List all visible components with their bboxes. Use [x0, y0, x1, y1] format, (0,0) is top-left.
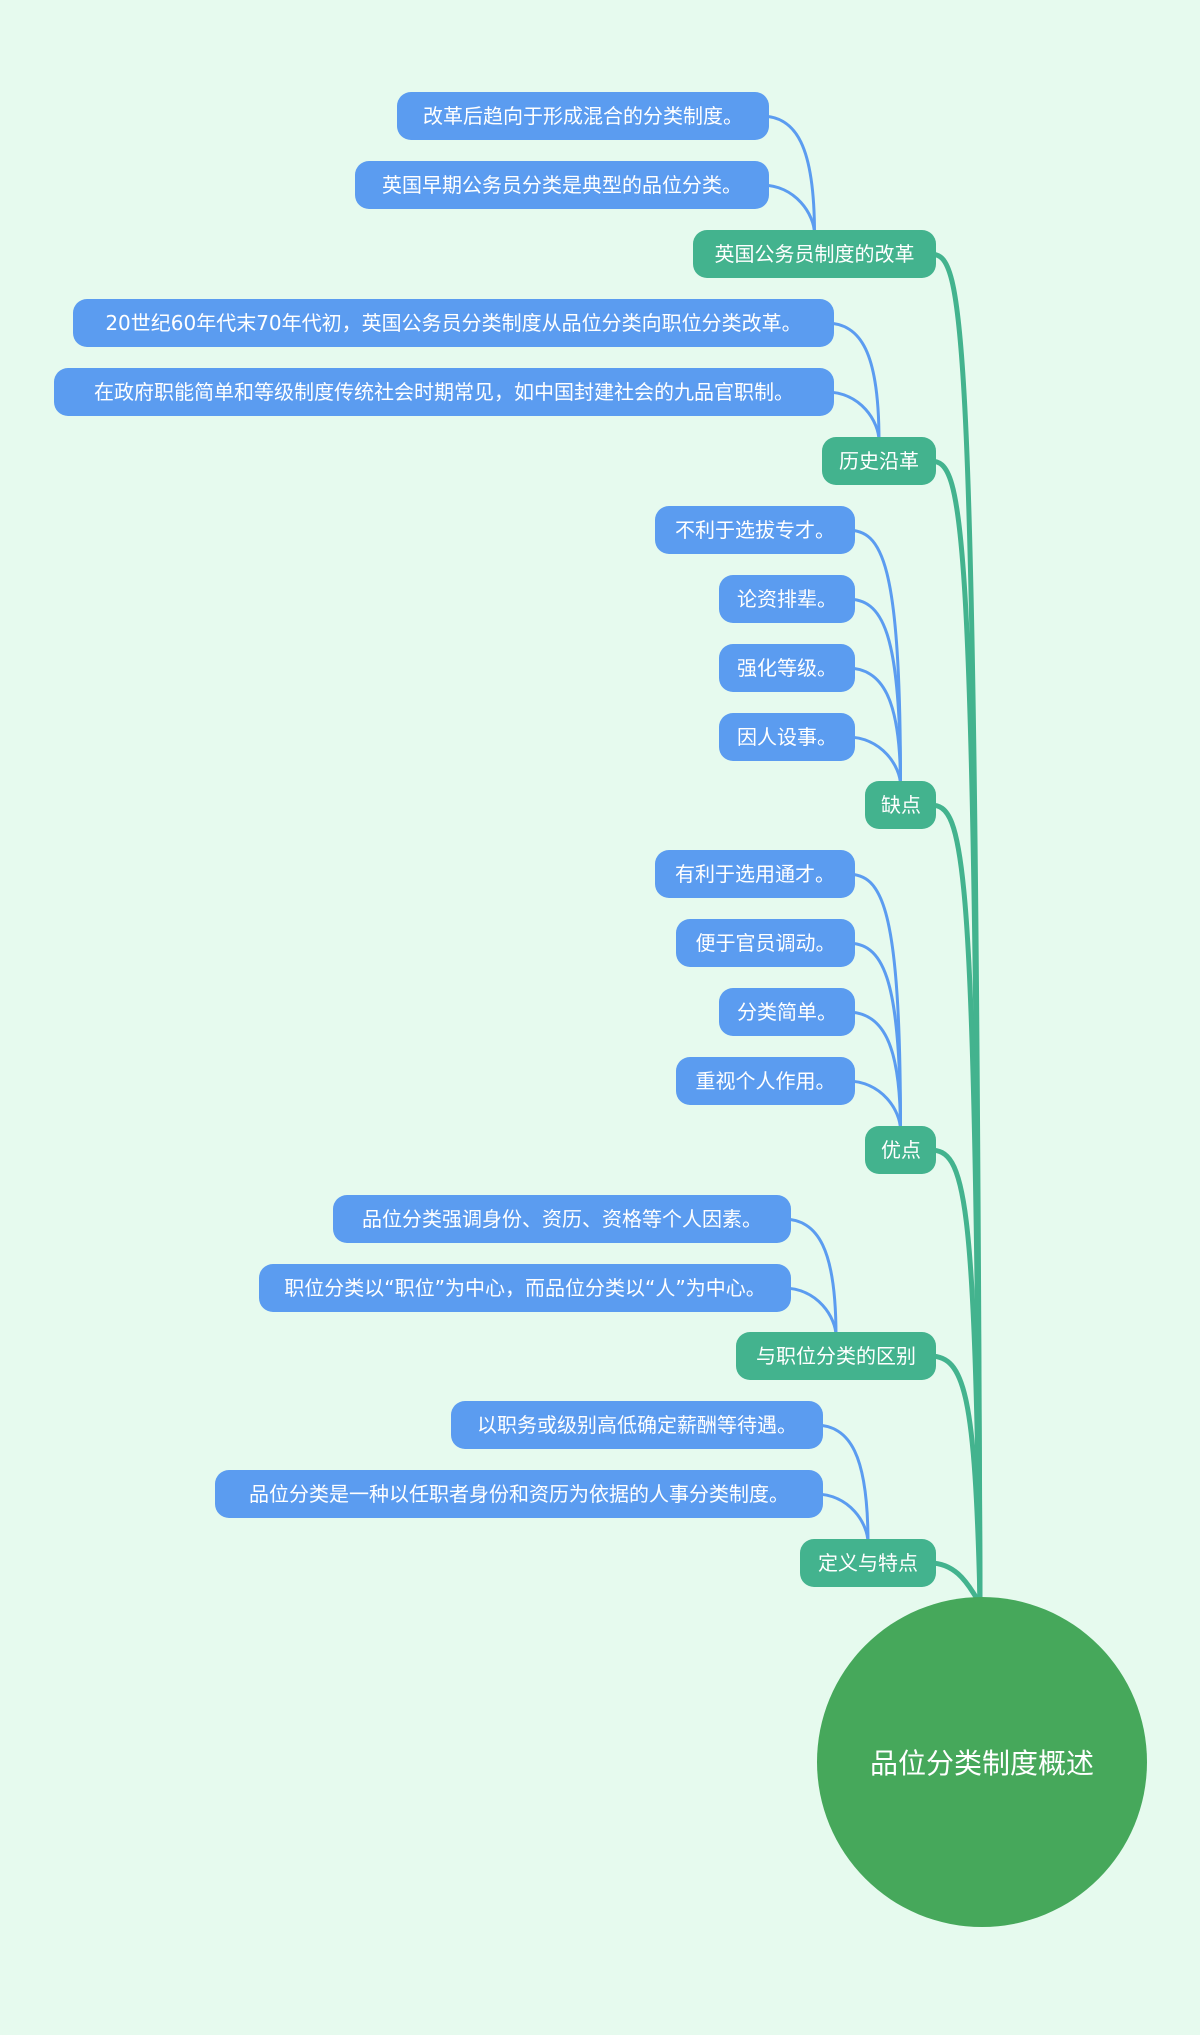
- branch-node[interactable]: 优点: [865, 1126, 936, 1174]
- leaf-connector: [759, 114, 816, 236]
- leaf-connector: [813, 1492, 870, 1545]
- leaf-node[interactable]: 品位分类是一种以任职者身份和资历为依据的人事分类制度。: [215, 1470, 823, 1518]
- leaf-connector: [845, 735, 902, 787]
- leaf-node[interactable]: 论资排辈。: [719, 575, 855, 623]
- branch-connector: [927, 802, 983, 1603]
- leaf-node[interactable]: 职位分类以“职位”为中心，而品位分类以“人”为中心。: [259, 1264, 791, 1312]
- leaf-connector: [845, 941, 902, 1132]
- root-label: 品位分类制度概述: [869, 1747, 1094, 1780]
- leaf-connector: [845, 597, 902, 787]
- leaf-connector: [845, 1010, 902, 1132]
- leaf-node[interactable]: 英国早期公务员分类是典型的品位分类。: [355, 161, 769, 209]
- leaf-node[interactable]: 品位分类强调身份、资历、资格等个人因素。: [333, 1195, 791, 1243]
- leaf-node[interactable]: 在政府职能简单和等级制度传统社会时期常见，如中国封建社会的九品官职制。: [54, 368, 834, 416]
- root-node[interactable]: 品位分类制度概述: [817, 1597, 1147, 1927]
- branch-node[interactable]: 定义与特点: [800, 1539, 936, 1587]
- leaf-node[interactable]: 改革后趋向于形成混合的分类制度。: [397, 92, 769, 140]
- leaf-node[interactable]: 有利于选用通才。: [655, 850, 855, 898]
- leaf-node[interactable]: 因人设事。: [719, 713, 855, 761]
- leaf-connector: [813, 1423, 870, 1545]
- leaf-connector: [781, 1286, 838, 1338]
- leaf-connector: [781, 1217, 838, 1338]
- leaf-node[interactable]: 分类简单。: [719, 988, 855, 1036]
- leaf-node[interactable]: 以职务或级别高低确定薪酬等待遇。: [451, 1401, 823, 1449]
- leaf-connector: [759, 183, 816, 236]
- leaf-connector: [824, 321, 881, 443]
- leaf-node[interactable]: 便于官员调动。: [676, 919, 855, 967]
- leaf-node[interactable]: 重视个人作用。: [676, 1057, 855, 1105]
- leaf-node[interactable]: 不利于选拔专才。: [655, 506, 855, 554]
- leaf-connector: [845, 666, 902, 787]
- branch-node[interactable]: 历史沿革: [822, 437, 936, 485]
- leaf-connector: [824, 390, 881, 443]
- branch-node[interactable]: 缺点: [865, 781, 936, 829]
- branch-node[interactable]: 与职位分类的区别: [736, 1332, 936, 1380]
- leaf-node[interactable]: 强化等级。: [719, 644, 855, 692]
- branch-connector: [927, 1353, 983, 1603]
- branch-connector: [927, 1147, 983, 1603]
- branch-node[interactable]: 英国公务员制度的改革: [693, 230, 936, 278]
- leaf-node[interactable]: 20世纪60年代末70年代初，英国公务员分类制度从品位分类向职位分类改革。: [73, 299, 834, 347]
- leaf-connector: [845, 1079, 902, 1132]
- branch-connector: [927, 1560, 983, 1603]
